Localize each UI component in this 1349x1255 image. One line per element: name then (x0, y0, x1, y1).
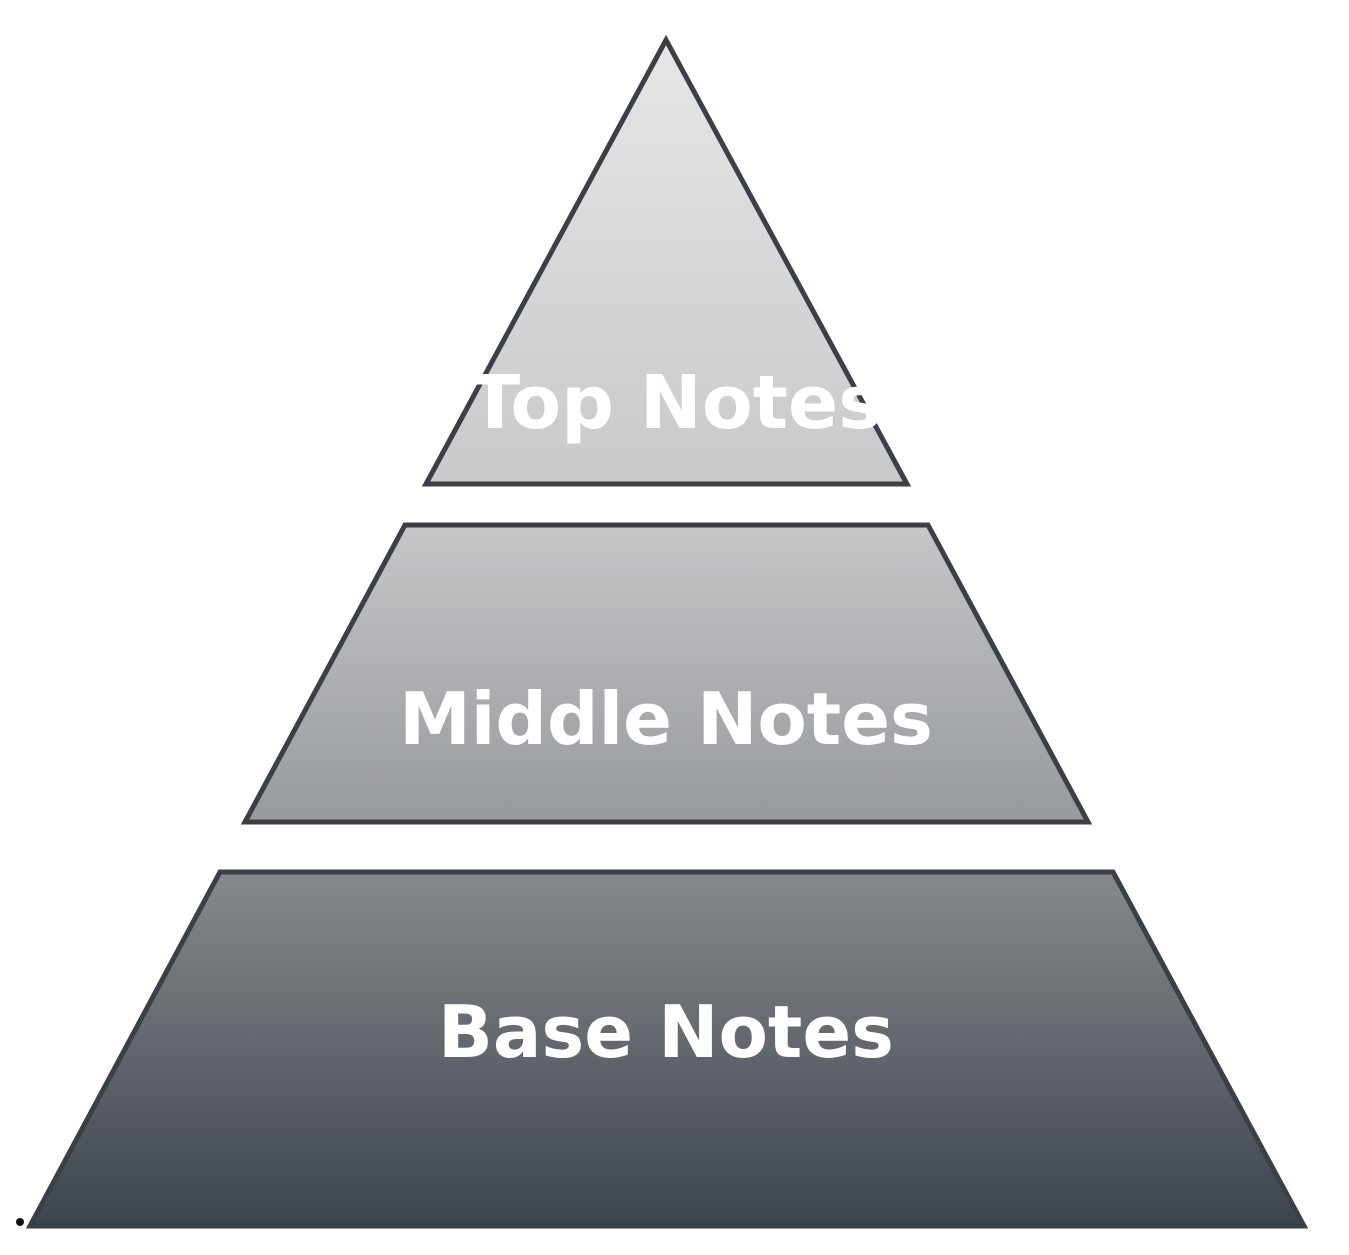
tier-middle-label: Middle Notes (399, 677, 933, 761)
tier-base-label: Base Notes (438, 990, 894, 1074)
tier-top-shape (421, 34, 912, 487)
tier-base: Base Notes (25, 869, 1309, 1229)
tier-top-label: Top Notes (470, 360, 883, 446)
tier-top: Top Notes (421, 34, 912, 487)
bullet-dot (16, 1218, 24, 1226)
tier-base-shape (25, 869, 1309, 1229)
tier-middle: Middle Notes (240, 522, 1093, 825)
tier-middle-shape (240, 522, 1093, 825)
